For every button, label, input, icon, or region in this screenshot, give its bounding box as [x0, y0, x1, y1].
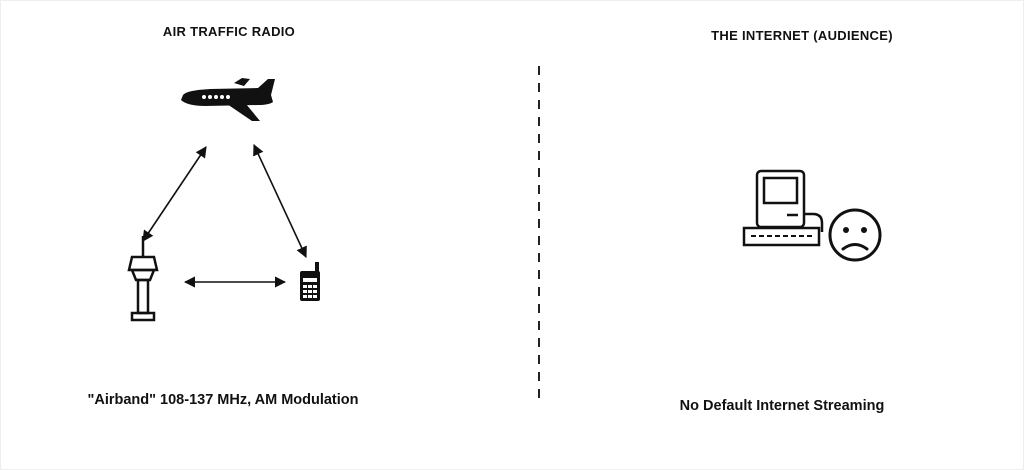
arrow-airplane-tower [142, 146, 207, 242]
computer-icon [742, 169, 824, 247]
control-tower-icon [127, 236, 159, 322]
airband-caption: "Airband" 108-137 MHz, AM Modulation [87, 392, 359, 408]
handheld-radio-icon [300, 262, 320, 301]
airplane-icon [181, 78, 275, 121]
internet-audience-title: THE INTERNET (AUDIENCE) [711, 28, 893, 43]
air-traffic-radio-title: AIR TRAFFIC RADIO [162, 24, 296, 39]
keyboard-keys [751, 235, 812, 237]
arrow-airplane-radio [253, 143, 307, 259]
sad-face-icon [828, 208, 882, 262]
no-streaming-caption: No Default Internet Streaming [679, 398, 885, 414]
